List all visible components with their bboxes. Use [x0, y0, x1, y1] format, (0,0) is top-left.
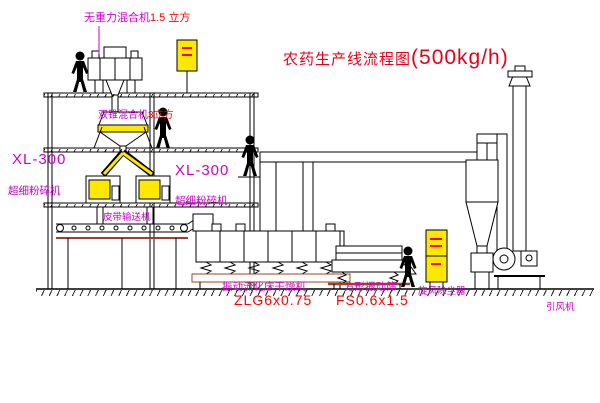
- draft-fan: [492, 247, 545, 289]
- belt-conveyor: [56, 216, 205, 289]
- label-sieve-model: FS0.6x1.5: [336, 292, 409, 308]
- label-cone-mixer: 双锥混合机3立方: [98, 110, 174, 121]
- ground-hatch: [36, 290, 593, 296]
- vibrating-sieve: [328, 245, 417, 289]
- double-cone-mixer: [93, 111, 153, 153]
- label-dryer-model: ZLG6x0.75: [234, 292, 313, 308]
- discharge-bin: [470, 252, 494, 273]
- label-belt-conveyor: 皮带输送机: [103, 212, 151, 223]
- cyclone-separator: [465, 133, 508, 289]
- label-sieve-name: 方形振动筛: [344, 281, 397, 293]
- title-capacity: (500kg/h): [411, 46, 509, 69]
- person-icon: [154, 107, 172, 148]
- exhaust-stack: [507, 65, 533, 252]
- mill-left: [85, 175, 121, 225]
- floor-hatch: [44, 204, 258, 207]
- label-mill-center-name: 超细粉碎机: [175, 195, 228, 207]
- person-icon: [241, 135, 259, 176]
- label-cyclone: 旋风除尘器: [418, 286, 466, 297]
- fluid-bed-dryer: [191, 213, 359, 289]
- label-draft-fan: 引风机: [546, 302, 575, 313]
- y-duct: [100, 149, 155, 178]
- mill-center: [135, 175, 171, 225]
- label-mill-center-model: XL-300: [175, 162, 230, 179]
- label-mill-left-name: 超细粉碎机: [8, 185, 61, 197]
- label-dryer-name: 振动流化床干燥机: [222, 281, 306, 293]
- floor-hatch: [44, 94, 258, 97]
- person-icon: [71, 51, 89, 92]
- exhaust-duct: [259, 151, 481, 232]
- person-icon: [399, 246, 417, 287]
- label-top-mixer: 无重力混合机1.5 立方: [84, 12, 191, 24]
- floor-hatch: [44, 149, 258, 152]
- label-mill-left-model: XL-300: [12, 151, 67, 168]
- control-cabinet-right: [425, 229, 448, 289]
- control-cabinet-top: [176, 39, 198, 93]
- diagram-title: 农药生产线流程图(500kg/h): [283, 46, 509, 70]
- title-text: 农药生产线流程图: [283, 51, 412, 68]
- top-mixer: [87, 46, 143, 113]
